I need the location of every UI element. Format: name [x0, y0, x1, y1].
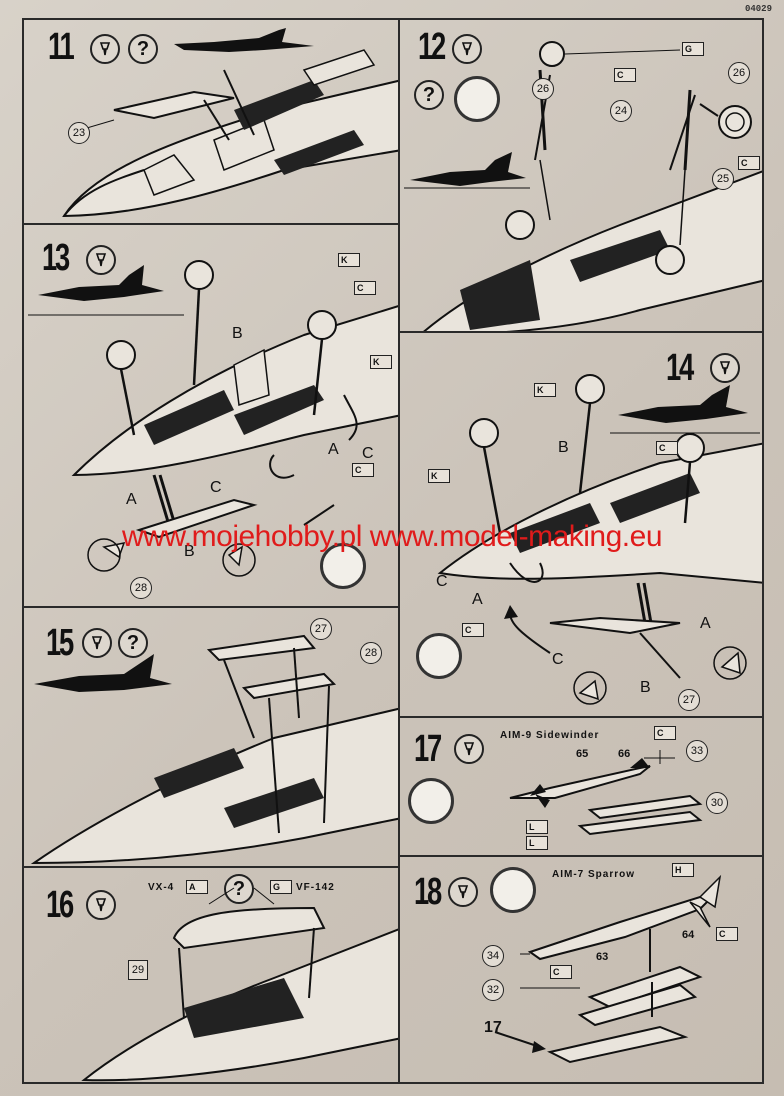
step-11-drawing [62, 28, 398, 218]
glue-icon [82, 628, 112, 658]
clock-icon [408, 778, 454, 824]
paint-tag-h: H [672, 863, 694, 877]
step-15-drawing [30, 634, 398, 865]
label-a: A [700, 615, 711, 632]
glue-icon [454, 734, 484, 764]
label-a: A [328, 441, 339, 458]
glue-icon [710, 353, 740, 383]
part-callout-28: 28 [130, 577, 152, 599]
paint-tag-k: K [534, 383, 556, 397]
paint-tag-c: C [614, 68, 636, 82]
step-17-panel: 17 AIM-9 Sidewinder 65 66 33 30 C L L [398, 716, 764, 857]
paint-tag-c: C [656, 441, 678, 455]
clock-icon [416, 633, 462, 679]
step-12-number: 12 [418, 26, 446, 68]
paint-tag-c: C [738, 156, 760, 170]
part-callout-24: 24 [610, 100, 632, 122]
step-11-panel: 11 ? 23 [22, 18, 400, 225]
part-callout-25: 25 [712, 168, 734, 190]
part-callout-34: 34 [482, 945, 504, 967]
question-icon: ? [128, 34, 158, 64]
label-b: B [184, 543, 195, 560]
step-13-panel: 13 [22, 223, 400, 608]
label-b: B [558, 439, 569, 456]
clock-icon [490, 867, 536, 913]
step-18-number: 18 [414, 871, 442, 913]
part-number-63: 63 [596, 951, 609, 963]
step-14-number: 14 [666, 347, 694, 389]
clock-icon [454, 76, 500, 122]
question-icon: ? [118, 628, 148, 658]
part-callout-33: 33 [686, 740, 708, 762]
glue-icon [452, 34, 482, 64]
clock-icon [320, 543, 366, 589]
glue-icon [86, 890, 116, 920]
part-callout-32: 32 [482, 979, 504, 1001]
paint-tag-g: G [682, 42, 704, 56]
paint-tag-c: C [550, 965, 572, 979]
option-vx4: VX-4 [148, 882, 175, 893]
step-16-drawing [81, 887, 398, 1082]
part-number-66: 66 [618, 748, 631, 760]
step-13-number: 13 [42, 237, 70, 279]
paint-tag-k: K [428, 469, 450, 483]
glue-icon [448, 877, 478, 907]
step-17-number: 17 [414, 728, 442, 770]
paint-tag-c: C [462, 623, 484, 637]
step-14-panel: 14 [398, 331, 764, 718]
option-vf142: VF-142 [296, 882, 335, 893]
paint-tag-a: A [186, 880, 208, 894]
part-label-29: 29 [128, 960, 148, 980]
label-b: B [232, 325, 243, 342]
step-18-drawing [494, 874, 722, 1064]
label-c: C [436, 573, 448, 590]
question-icon: ? [224, 874, 254, 904]
paint-tag-c: C [352, 463, 374, 477]
part-number-17: 17 [484, 1019, 502, 1036]
part-callout-27: 27 [310, 618, 332, 640]
watermark-text: www.mojehobby.pl www.model-making.eu [121, 520, 663, 553]
step-17-drawing [509, 750, 703, 836]
step-12-drawing [404, 41, 762, 331]
paint-tag-k: K [370, 355, 392, 369]
paint-tag-l: L [526, 820, 548, 834]
missile-title: AIM-9 Sidewinder [500, 730, 600, 741]
label-c: C [362, 445, 374, 462]
label-a: A [126, 491, 137, 508]
label-c: C [552, 651, 564, 668]
step-16-panel: 16 VX-4 A ? G VF-142 29 [22, 866, 400, 1084]
part-callout-27: 27 [678, 689, 700, 711]
part-callout-30: 30 [706, 792, 728, 814]
glue-icon [90, 34, 120, 64]
part-callout-23: 23 [68, 122, 90, 144]
step-11-number: 11 [48, 26, 75, 68]
label-c: C [210, 479, 222, 496]
part-number-65: 65 [576, 748, 589, 760]
paint-tag-c: C [354, 281, 376, 295]
part-number-64: 64 [682, 929, 695, 941]
label-b: B [640, 679, 651, 696]
step-13-drawing [28, 260, 398, 577]
label-a: A [472, 591, 483, 608]
paint-tag-g: G [270, 880, 292, 894]
step-16-number: 16 [46, 884, 74, 926]
step-18-panel: 18 AIM-7 Sparrow 63 64 17 34 32 H C C [398, 855, 764, 1084]
paint-tag-c: C [716, 927, 738, 941]
missile-title: AIM-7 Sparrow [552, 869, 636, 880]
paint-tag-c: C [654, 726, 676, 740]
glue-icon [86, 245, 116, 275]
step-15-number: 15 [46, 622, 74, 664]
question-icon: ? [414, 80, 444, 110]
step-15-panel: 15 ? 27 28 [22, 606, 400, 868]
paint-tag-k: K [338, 253, 360, 267]
part-callout-26: 26 [728, 62, 750, 84]
step-14-drawing [437, 374, 762, 705]
paint-tag-l: L [526, 836, 548, 850]
page-code: 04029 [744, 4, 772, 14]
step-12-panel: 12 ? 26 2 [398, 18, 764, 333]
part-callout-26: 26 [532, 78, 554, 100]
part-callout-28: 28 [360, 642, 382, 664]
